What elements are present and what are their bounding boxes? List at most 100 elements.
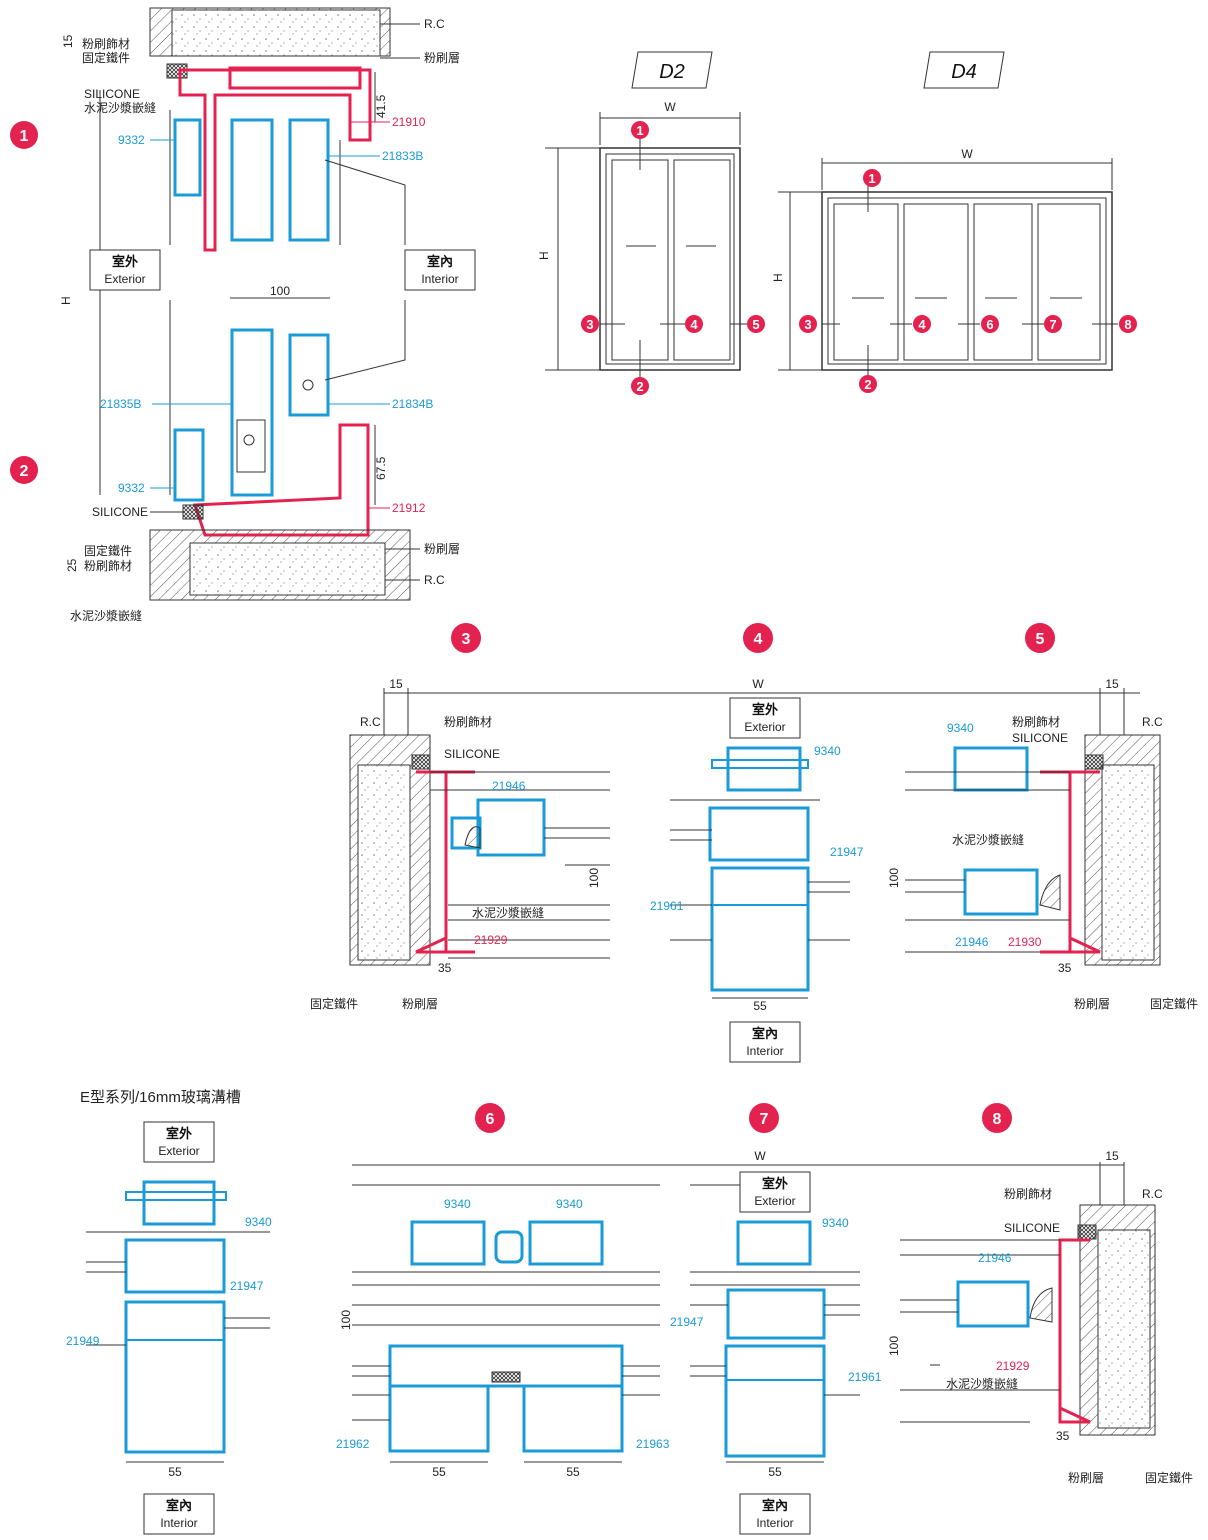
- dim-W-row1: W: [752, 677, 764, 691]
- svg-text:2: 2: [636, 379, 643, 394]
- dim-15-s5: 15: [1105, 677, 1119, 691]
- code-21946-s8: 21946: [978, 1251, 1012, 1265]
- label-exterior-cn-e: 室外: [166, 1126, 192, 1141]
- label-interior-cn-e: 室內: [166, 1498, 192, 1513]
- d2-marker-4: 4: [685, 315, 703, 333]
- d2-marker-2: 2: [631, 377, 649, 395]
- label-plaster-layer-bottom: 粉刷層: [424, 542, 460, 556]
- label-plaster-layer-s3: 粉刷層: [402, 997, 438, 1011]
- section-marker-4: 4: [743, 623, 773, 653]
- label-exterior-cn-v: 室外: [112, 254, 138, 269]
- code-21946-s5: 21946: [955, 935, 989, 949]
- label-mortar-s3: 水泥沙漿嵌縫: [472, 905, 544, 920]
- elevation-d4-title: D4: [951, 61, 977, 83]
- label-plaster-layer-top: 粉刷層: [424, 51, 460, 65]
- d4-marker-3: 3: [799, 315, 817, 333]
- label-exterior-en-s7: Exterior: [754, 1194, 795, 1208]
- dim-100-s4: 100: [587, 868, 601, 888]
- label-silicone-s5: SILICONE: [1012, 731, 1068, 745]
- dim-100-s6: 100: [339, 1310, 353, 1330]
- label-mortar-top: 水泥沙漿嵌縫: [84, 100, 156, 115]
- section-marker-8: 8: [982, 1103, 1012, 1133]
- label-mortar-s8: 水泥沙漿嵌縫: [946, 1376, 1018, 1391]
- label-exterior-en-v: Exterior: [104, 272, 145, 286]
- elevation-d2-title: D2: [659, 61, 685, 83]
- svg-text:6: 6: [486, 1111, 495, 1128]
- d4-marker-4: 4: [913, 315, 931, 333]
- label-silicone-bottom: SILICONE: [92, 505, 148, 519]
- label-fixing-s3: 固定鐵件: [310, 996, 358, 1011]
- code-21961-s4: 21961: [650, 899, 684, 913]
- dim-W-row2: W: [754, 1149, 766, 1163]
- label-plaster-layer-s5: 粉刷層: [1074, 997, 1110, 1011]
- code-9340-e: 9340: [245, 1215, 272, 1229]
- section-3: 15 W R.C 粉刷飾材 SILICONE 21946 水泥沙漿嵌縫 2192…: [310, 677, 1140, 1011]
- svg-text:5: 5: [1036, 631, 1045, 648]
- code-9340-s4: 9340: [814, 744, 841, 758]
- dim-35-s3: 35: [438, 961, 452, 975]
- dim-55-s7: 55: [768, 1465, 782, 1479]
- label-interior-en-e: Interior: [160, 1516, 197, 1530]
- code-21835B: 21835B: [100, 397, 141, 411]
- svg-text:4: 4: [754, 631, 763, 648]
- dim-15-s8: 15: [1105, 1149, 1119, 1163]
- section-8: 15 粉刷飾材 R.C SILICONE 21946 100 21929 水泥沙…: [887, 1149, 1193, 1485]
- dim-100-s8: 100: [887, 1336, 901, 1356]
- dim-55-s4: 55: [753, 999, 767, 1013]
- svg-text:3: 3: [586, 317, 593, 332]
- section-4: 室外 Exterior 9340 21947 21961 100 55 室內 I…: [587, 697, 864, 1063]
- code-21910: 21910: [392, 115, 426, 129]
- section-marker-2: 2: [10, 456, 38, 484]
- label-rc-top: R.C: [424, 17, 445, 31]
- dim-35-s5: 35: [1058, 961, 1072, 975]
- section-5: 15 9340 粉刷飾材 SILICONE R.C 水泥沙漿嵌縫 100 219…: [887, 677, 1198, 1011]
- svg-text:7: 7: [1049, 317, 1056, 332]
- label-rc-s8: R.C: [1142, 1187, 1163, 1201]
- section-marker-5: 5: [1025, 623, 1055, 653]
- section-e-type: 室外 Exterior 9340 21947 21949 55 室內 Inter…: [66, 1121, 272, 1535]
- section-6: W 9340 9340 100 21962 21963 55 55: [336, 1149, 1124, 1479]
- svg-text:4: 4: [918, 317, 926, 332]
- svg-text:2: 2: [864, 377, 871, 392]
- label-fixing-top: 固定鐵件: [82, 50, 130, 65]
- dim-15-s3: 15: [389, 677, 403, 691]
- code-21946-s3: 21946: [492, 779, 526, 793]
- label-plaster-layer-s8: 粉刷層: [1068, 1471, 1104, 1485]
- svg-text:4: 4: [690, 317, 698, 332]
- dim-H-vertical: H: [59, 296, 73, 305]
- label-interior-en-s7: Interior: [756, 1516, 793, 1530]
- svg-text:8: 8: [1124, 317, 1131, 332]
- label-rc-s3: R.C: [360, 715, 381, 729]
- code-21947-s4: 21947: [830, 845, 864, 859]
- svg-text:1: 1: [868, 171, 875, 186]
- code-21929-s3: 21929: [474, 933, 508, 947]
- code-9332-top: 9332: [118, 133, 145, 147]
- code-9332-bottom: 9332: [118, 481, 145, 495]
- d4-marker-2: 2: [859, 375, 877, 393]
- label-plaster-finish-s5: 粉刷飾材: [1012, 715, 1060, 729]
- label-silicone-s3: SILICONE: [444, 747, 500, 761]
- code-21834B: 21834B: [392, 397, 433, 411]
- code-21961-s7: 21961: [848, 1370, 882, 1384]
- d2-width-label: W: [664, 100, 676, 114]
- svg-text:2: 2: [20, 463, 29, 480]
- dim-100-vertical: 100: [270, 284, 290, 298]
- label-interior-cn-s7: 室內: [762, 1498, 788, 1513]
- dim-15-top: 15: [61, 34, 75, 48]
- dim-55-s6a: 55: [432, 1465, 446, 1479]
- dim-55-s6b: 55: [566, 1465, 580, 1479]
- label-silicone-s8: SILICONE: [1004, 1221, 1060, 1235]
- code-21930-s5: 21930: [1008, 935, 1042, 949]
- svg-text:6: 6: [986, 317, 993, 332]
- d4-height-label: H: [771, 273, 785, 282]
- vertical-section: 粉刷飾材 固定鐵件 15 R.C 粉刷層 SILICONE 水泥沙漿嵌縫 41.…: [59, 7, 476, 623]
- code-9340-s6b: 9340: [556, 1197, 583, 1211]
- label-fixing-bottom: 固定鐵件: [84, 543, 132, 558]
- section-7: 室外 Exterior 9340 21947 21961 55 室內 Inter…: [670, 1171, 882, 1535]
- d2-height-label: H: [537, 251, 551, 260]
- elevation-d2: D2 W H 1 2 3 4 5: [537, 51, 765, 395]
- section-marker-1: 1: [10, 121, 38, 149]
- label-interior-en-s4: Interior: [746, 1044, 783, 1058]
- label-silicone-top: SILICONE: [84, 87, 140, 101]
